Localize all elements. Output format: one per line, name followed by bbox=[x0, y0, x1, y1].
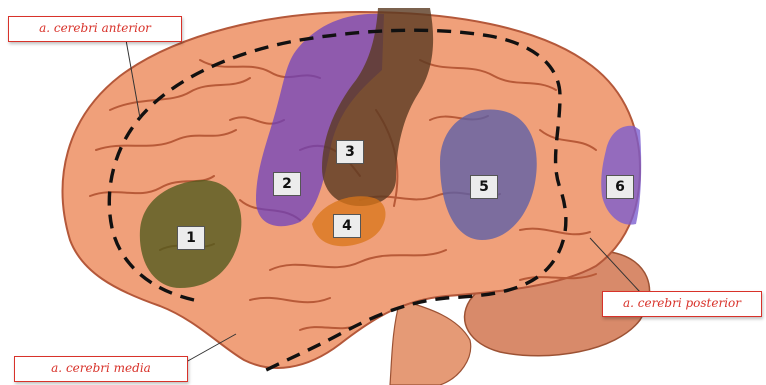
callout-middle-cerebral-artery: a. cerebri media bbox=[14, 356, 188, 382]
region-1-label: 1 bbox=[177, 226, 205, 250]
region-3-label: 3 bbox=[336, 140, 364, 164]
region-4-label: 4 bbox=[333, 214, 361, 238]
callout-posterior-cerebral-artery: a. cerebri posterior bbox=[602, 291, 762, 317]
callout-anterior-cerebral-artery: a. cerebri anterior bbox=[8, 16, 182, 42]
region-5-label: 5 bbox=[470, 175, 498, 199]
region-2-label: 2 bbox=[273, 172, 301, 196]
region-6-label: 6 bbox=[606, 175, 634, 199]
brain-stem bbox=[390, 300, 471, 385]
